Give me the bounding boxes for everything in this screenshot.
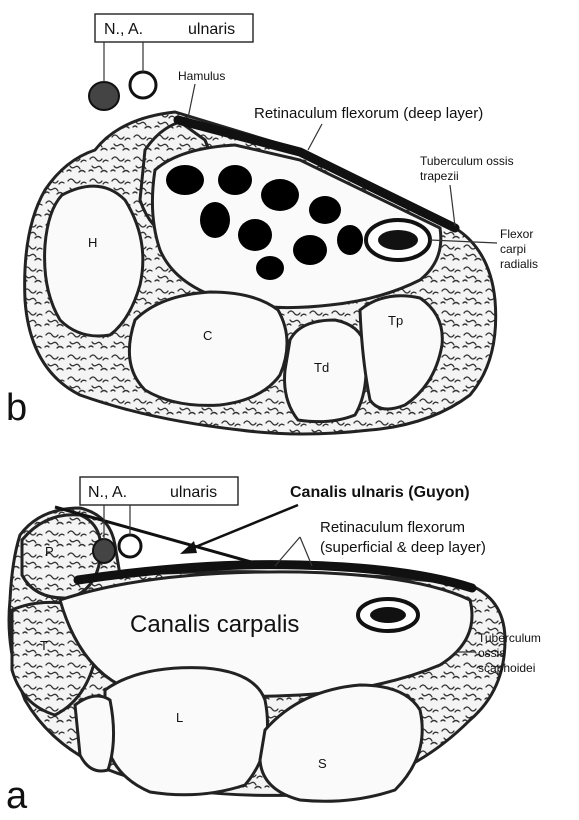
panel-a-bone-fragment [75,696,114,771]
panel-a-retinaculum-label-2: (superficial & deep layer) [320,539,486,556]
panel-a-artery-icon [119,535,141,557]
panel-a-tuberculum-label-3: scaphoidei [478,661,535,675]
panel-b-fcr-tendon [378,230,418,250]
panel-b-fcr-label-2: carpi [500,242,526,256]
panel-b-artery-icon [130,72,156,98]
panel-a-bone-l: L [176,710,183,725]
panel-b-retinaculum-label: Retinaculum flexorum (deep layer) [254,105,483,122]
panel-b-bone-capitate [129,292,287,405]
panel-a-guyon-label: Canalis ulnaris (Guyon) [290,484,470,501]
panel-a-canal-label: Canalis carpalis [130,611,299,638]
panel-a-bone-t: T [40,638,48,653]
panel-b-nerve-artery-label: N., A. [104,21,143,38]
panel-b-tuberculum-label-1: Tuberculum ossis [420,154,514,168]
panel-b-bone-td: Td [314,360,329,375]
panel-b-ulnaris-label: ulnaris [188,21,235,38]
panel-b-bone-c: C [203,328,212,343]
panel-b-bone-tp: Tp [388,313,403,328]
panel-a: N., A. ulnaris Canalis ulnaris (Guyon) R… [6,477,541,817]
panel-a-fcr-tendon [370,607,406,623]
panel-a-tuberculum-label-2: ossis [478,646,505,660]
panel-a-nerve-icon [93,539,115,563]
panel-a-ulnaris-label: ulnaris [170,484,217,501]
panel-a-nerve-artery-label: N., A. [88,484,127,501]
panel-b-fcr-label-1: Flexor [500,227,533,241]
panel-a-letter: a [6,775,28,817]
panel-a-guyon-arrow [188,505,298,550]
panel-b-fcr-label-3: radialis [500,257,538,271]
panel-b-tuberculum-label-2: trapezii [420,169,459,183]
panel-b-nerve-icon [89,82,119,110]
panel-a-tuberculum-label-1: Tuberculum [478,631,541,645]
panel-a-bone-s: S [318,756,327,771]
panel-b-bone-hamate [45,186,143,336]
panel-a-retinaculum-label-1: Retinaculum flexorum [320,519,465,536]
panel-b-letter: b [6,387,27,429]
panel-a-bone-pisiform [22,515,101,598]
panel-b-hamulus-label: Hamulus [178,69,225,83]
panel-a-bone-lunate [105,668,268,795]
panel-b: N., A. ulnaris Hamulus Retinaculum flexo… [6,14,538,434]
panel-a-bone-p: P [45,544,54,559]
panel-b-bone-h: H [88,235,97,250]
